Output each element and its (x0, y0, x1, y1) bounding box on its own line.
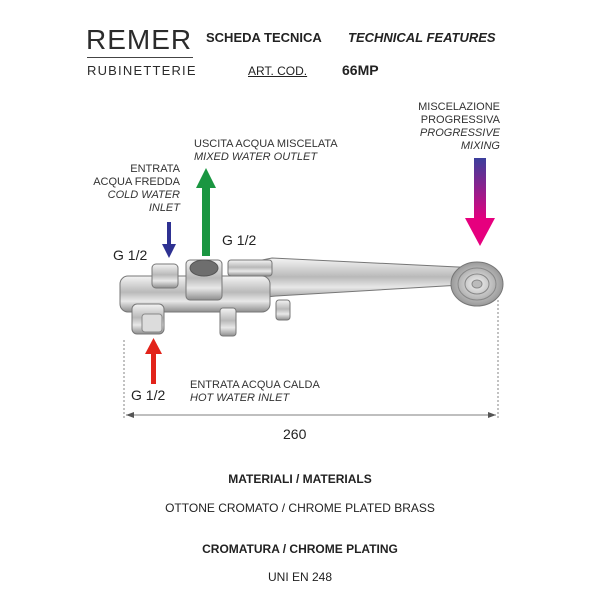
art-cod-label: ART. COD. (248, 64, 308, 78)
scheda-tecnica-title: SCHEDA TECNICA (206, 30, 322, 45)
mixed-label-it: USCITA ACQUA MISCELATA (194, 138, 338, 150)
overall-length: 260 (283, 426, 307, 442)
cold-water-arrow (162, 222, 176, 258)
progressive-mixing-label: MISCELAZIONE PROGRESSIVA PROGRESSIVE MIX… (398, 101, 500, 153)
progressive-label-en-1: PROGRESSIVE (419, 127, 500, 139)
cold-label-it-1: ENTRATA (130, 163, 180, 175)
mixed-water-label: USCITA ACQUA MISCELATA MIXED WATER OUTLE… (194, 138, 338, 164)
progressive-label-it-2: PROGRESSIVA (420, 114, 500, 126)
hot-label-it: ENTRATA ACQUA CALDA (190, 379, 320, 391)
materials-title: MATERIALI / MATERIALS (228, 472, 372, 486)
hot-water-arrow (145, 338, 162, 384)
hot-water-label: ENTRATA ACQUA CALDA HOT WATER INLET (190, 379, 320, 405)
brand-subtitle: RUBINETTERIE (87, 63, 197, 78)
thread-size-left: G 1/2 (113, 247, 148, 263)
cold-water-label: ENTRATA ACQUA FREDDA COLD WATER INLET (70, 163, 180, 215)
materials-value: OTTONE CROMATO / CHROME PLATED BRASS (165, 501, 435, 515)
mixed-water-arrow (196, 168, 216, 256)
valve-body (119, 257, 504, 337)
progressive-label-en-2: MIXING (460, 140, 500, 152)
plating-value: UNI EN 248 (267, 570, 333, 584)
thread-size-bottom: G 1/2 (131, 387, 166, 403)
brand-logo: REMER (86, 24, 193, 55)
plating-title: CROMATURA / CHROME PLATING (202, 542, 398, 556)
cold-label-en-1: COLD WATER (107, 189, 180, 201)
logo-divider (87, 57, 193, 58)
dimension-line (123, 300, 499, 420)
cold-label-en-2: INLET (148, 202, 180, 214)
progressive-label-it-1: MISCELAZIONE (418, 101, 500, 113)
progressive-mixing-arrow (465, 158, 495, 246)
thread-size-center: G 1/2 (222, 232, 257, 248)
cold-label-it-2: ACQUA FREDDA (93, 176, 180, 188)
hot-label-en: HOT WATER INLET (190, 392, 290, 404)
mixed-label-en: MIXED WATER OUTLET (194, 151, 318, 163)
technical-features-title: TECHNICAL FEATURES (348, 30, 496, 45)
article-code: 66MP (342, 62, 379, 78)
